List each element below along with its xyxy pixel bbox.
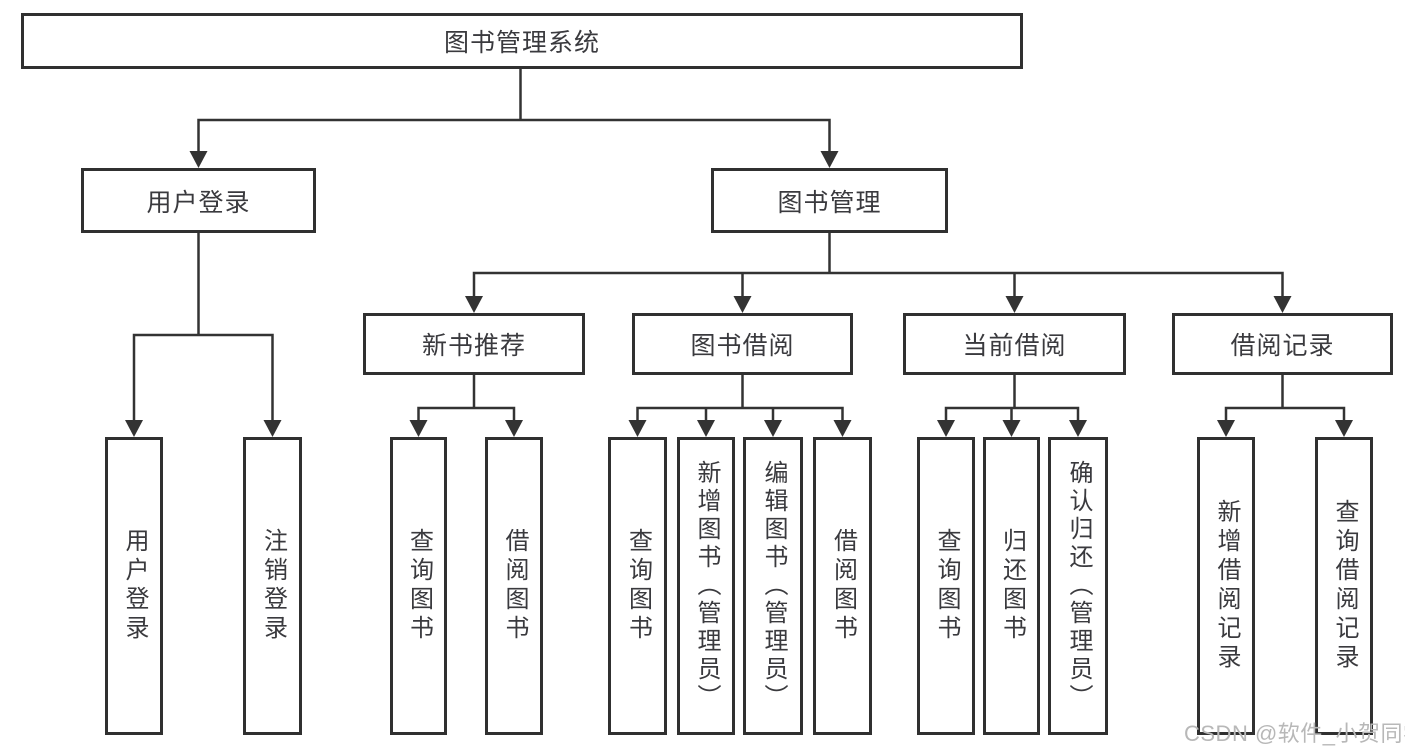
node-book-borrow: 图书借阅 <box>632 313 853 375</box>
arrowhead-bb-borrow <box>833 420 852 437</box>
watermark: CSDN @软件_小贺同学 <box>1184 721 1405 746</box>
arrowhead-current-borrow <box>1005 296 1024 313</box>
node-bb-add-books-label: 新增图书（管理员） <box>693 460 720 712</box>
node-nb-borrow-books-label: 借阅图书 <box>501 528 528 644</box>
connector-new-books-rail <box>417 406 516 421</box>
node-current-borrow-label: 当前借阅 <box>962 332 1067 360</box>
arrowhead-borrow-records <box>1273 296 1292 313</box>
node-book-borrow-label: 图书借阅 <box>690 332 795 360</box>
node-cb-confirm-return: 确认归还（管理员） <box>1048 437 1108 735</box>
node-user-login-label: 用户登录 <box>146 188 251 217</box>
node-nb-query-books-label: 查询图书 <box>405 528 433 644</box>
node-br-query-record: 查询借阅记录 <box>1315 437 1373 735</box>
arrowhead-book-mgmt <box>820 151 839 168</box>
node-leaf-logout-label: 注销登录 <box>259 528 287 644</box>
arrowhead-book-borrow <box>733 296 752 313</box>
node-leaf-user-login: 用户登录 <box>105 437 163 735</box>
node-book-mgmt: 图书管理 <box>711 168 948 233</box>
node-book-mgmt-label: 图书管理 <box>777 188 882 217</box>
arrowhead-leaf-user-login <box>125 420 143 437</box>
node-cb-return-books-label: 归还图书 <box>998 528 1026 644</box>
arrowhead-new-books <box>465 296 483 313</box>
connector-level3-rail <box>472 271 1284 297</box>
arrowhead-bb-edit <box>764 420 782 437</box>
connector-user-login-rail <box>132 333 274 421</box>
node-br-query-record-label: 查询借阅记录 <box>1331 499 1358 673</box>
node-nb-query-books: 查询图书 <box>390 437 447 735</box>
arrowhead-leaf-logout <box>263 420 282 437</box>
node-borrow-records: 借阅记录 <box>1172 313 1393 375</box>
node-bb-query-books-label: 查询图书 <box>624 528 652 644</box>
node-cb-return-books: 归还图书 <box>983 437 1040 735</box>
node-bb-edit-books: 编辑图书（管理员） <box>743 437 803 735</box>
node-root: 图书管理系统 <box>21 13 1023 69</box>
arrowhead-cb-confirm <box>1069 420 1087 437</box>
arrowhead-nb-query <box>409 420 428 437</box>
node-leaf-user-login-label: 用户登录 <box>121 528 148 644</box>
node-cb-confirm-return-label: 确认归还（管理员） <box>1065 460 1092 712</box>
node-new-books-label: 新书推荐 <box>421 332 526 360</box>
node-cb-query-books-label: 查询图书 <box>933 528 960 644</box>
connector-borrow-records-rail <box>1224 406 1346 421</box>
arrowhead-bb-query <box>628 420 647 437</box>
arrowhead-br-add <box>1217 420 1235 437</box>
arrowhead-cb-return <box>1002 420 1021 437</box>
node-cb-query-books: 查询图书 <box>917 437 975 735</box>
node-br-add-record-label: 新增借阅记录 <box>1213 499 1240 673</box>
arrowhead-bb-add <box>697 420 715 437</box>
node-user-login: 用户登录 <box>81 168 316 233</box>
node-bb-query-books: 查询图书 <box>608 437 667 735</box>
node-bb-borrow-books-label: 借阅图书 <box>829 528 857 644</box>
node-bb-add-books: 新增图书（管理员） <box>677 437 735 735</box>
connector-level2-rail <box>197 118 831 153</box>
arrowhead-user-login <box>189 151 208 168</box>
connector-book-borrow-rail <box>636 406 844 421</box>
node-root-label: 图书管理系统 <box>443 29 600 57</box>
node-current-borrow: 当前借阅 <box>903 313 1126 375</box>
arrowhead-cb-query <box>937 420 955 437</box>
node-bb-edit-books-label: 编辑图书（管理员） <box>760 460 787 712</box>
arrowhead-br-query <box>1335 420 1353 437</box>
node-br-add-record: 新增借阅记录 <box>1197 437 1255 735</box>
node-borrow-records-label: 借阅记录 <box>1230 332 1335 360</box>
node-nb-borrow-books: 借阅图书 <box>485 437 543 735</box>
node-new-books: 新书推荐 <box>363 313 585 375</box>
node-bb-borrow-books: 借阅图书 <box>813 437 872 735</box>
node-leaf-logout: 注销登录 <box>243 437 302 735</box>
arrowhead-nb-borrow <box>505 420 523 437</box>
